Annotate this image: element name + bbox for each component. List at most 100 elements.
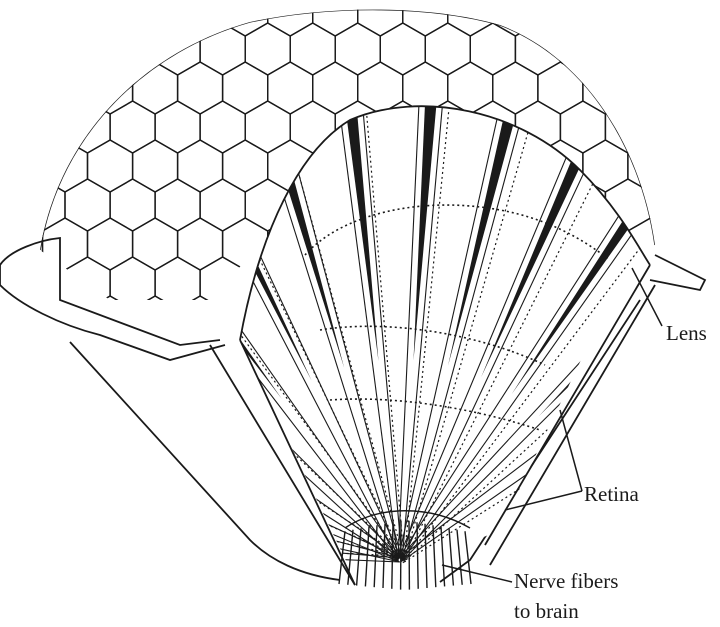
lens-facet <box>696 179 720 231</box>
ommatidium-cone <box>0 443 206 513</box>
lens-facet <box>651 179 696 231</box>
lens-facet <box>43 0 88 36</box>
lens-facet <box>110 413 155 465</box>
lens-facet <box>696 257 720 309</box>
lens-facet <box>358 62 403 114</box>
lens-facet <box>425 23 470 75</box>
lens-facet <box>155 101 200 153</box>
lens-facet <box>0 491 20 543</box>
lens-facet <box>88 0 133 36</box>
lens-facet <box>493 0 538 36</box>
lens-facet <box>268 62 313 114</box>
ommatidium-cone <box>56 231 255 422</box>
lens-facet <box>538 0 583 36</box>
lens-facet <box>110 23 155 75</box>
lens-facet <box>335 23 380 75</box>
lens-facet <box>43 296 88 348</box>
lens-facet <box>178 62 223 114</box>
lens-facet <box>200 257 245 309</box>
lens-facet <box>0 257 20 309</box>
lens-facet <box>65 23 110 75</box>
lens-facet <box>628 374 673 426</box>
lens-facet <box>178 140 223 192</box>
lens-facet <box>20 413 65 465</box>
lens-facet <box>313 0 358 36</box>
lens-label: Lens <box>666 318 707 348</box>
lens-facet <box>673 218 718 270</box>
lens-facet <box>0 296 43 348</box>
lens-facet <box>200 23 245 75</box>
lens-facet <box>628 0 673 36</box>
ommatidium-cone <box>6 294 234 449</box>
lens-facet <box>0 62 43 114</box>
lens-facet <box>110 257 155 309</box>
lens-facet <box>178 0 223 36</box>
lens-facet <box>178 218 223 270</box>
lens-facet <box>605 23 650 75</box>
lens-facet <box>673 374 718 426</box>
lens-facet <box>0 0 43 36</box>
lens-facet <box>245 23 290 75</box>
lens-facet <box>290 23 335 75</box>
lens-facet <box>133 296 178 348</box>
lens-facet <box>583 0 628 36</box>
lens-facet <box>20 335 65 387</box>
lens-facet <box>133 452 178 504</box>
lens-facet <box>0 335 20 387</box>
lens-facet <box>155 257 200 309</box>
lens-facet <box>155 23 200 75</box>
lens-facet <box>65 257 110 309</box>
lens-facet <box>245 491 290 543</box>
lens-facet <box>223 62 268 114</box>
lens-facet <box>673 452 718 504</box>
nerve-label-line2: to brain <box>514 596 618 626</box>
lens-facet <box>133 0 178 36</box>
cutaway-interior <box>0 90 720 600</box>
lens-facet <box>448 0 493 36</box>
lens-facet <box>403 0 448 36</box>
ommatidium-cone <box>0 525 200 548</box>
lens-facet <box>43 374 88 426</box>
lens-facet <box>223 140 268 192</box>
lens-facet <box>155 491 200 543</box>
lens-facet <box>43 62 88 114</box>
lens-facet <box>65 101 110 153</box>
lens-facet <box>110 179 155 231</box>
lens-facet <box>696 101 720 153</box>
lens-facet <box>88 452 133 504</box>
lens-facet <box>515 23 560 75</box>
lens-facet <box>43 140 88 192</box>
lens-facet <box>583 374 628 426</box>
lens-facet <box>0 23 20 75</box>
lens-facet <box>560 101 605 153</box>
retina-leader <box>560 410 582 491</box>
lens-facet <box>65 491 110 543</box>
lens-facet <box>178 452 223 504</box>
lens-facet <box>358 0 403 36</box>
lens-facet <box>88 374 133 426</box>
lens-facet <box>88 296 133 348</box>
lens-facet <box>65 179 110 231</box>
lens-facet <box>0 179 20 231</box>
lens-facet <box>0 218 43 270</box>
lens-facet <box>448 62 493 114</box>
lens-facet <box>20 101 65 153</box>
lens-facet <box>493 62 538 114</box>
lens-facet <box>651 413 696 465</box>
lens-facet <box>178 374 223 426</box>
lens-facet <box>245 101 290 153</box>
lens-facet <box>223 0 268 36</box>
lens-facet <box>380 23 425 75</box>
lens-facet <box>20 23 65 75</box>
lens-facet <box>223 452 268 504</box>
lens-facet <box>43 218 88 270</box>
lens-facet <box>0 101 20 153</box>
lens-facet <box>628 140 673 192</box>
lens-facet <box>20 491 65 543</box>
lens-facet <box>0 140 43 192</box>
retina-label: Retina <box>584 479 639 509</box>
lens-facet <box>65 413 110 465</box>
lens-facet <box>110 335 155 387</box>
lens-facet <box>0 413 20 465</box>
lens-facet <box>155 413 200 465</box>
